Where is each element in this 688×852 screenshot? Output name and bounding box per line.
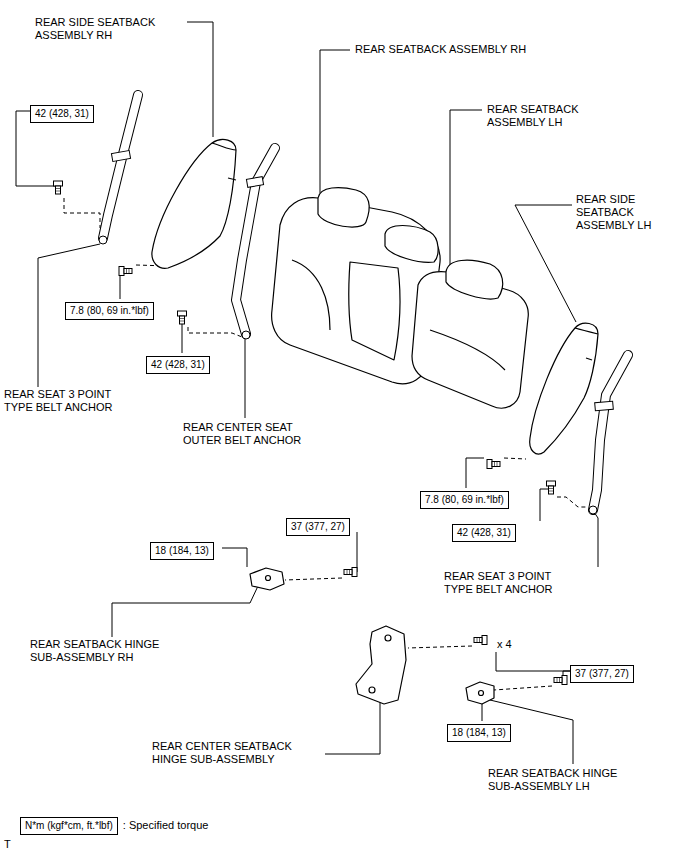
part-label: REAR SEATBACK HINGE SUB-ASSEMBLY RH: [30, 638, 180, 664]
torque-spec-box: 18 (184, 13): [447, 722, 511, 742]
torque-spec-box: 7.8 (80, 69 in.*lbf): [420, 489, 509, 509]
torque-spec-box: 7.8 (80, 69 in.*lbf): [65, 300, 154, 320]
torque-value: 42 (428, 31): [452, 524, 516, 542]
torque-value: 7.8 (80, 69 in.*lbf): [420, 491, 509, 509]
torque-value: 18 (184, 13): [150, 542, 214, 560]
page-mark: T: [4, 838, 24, 851]
torque-value: 37 (377, 27): [570, 665, 634, 683]
part-label: REAR SIDE SEATBACK ASSEMBLY LH: [576, 193, 671, 232]
part-label: REAR SEATBACK ASSEMBLY LH: [487, 103, 597, 129]
part-label: REAR CENTER SEAT OUTER BELT ANCHOR: [183, 421, 323, 447]
part-label: REAR SEAT 3 POINT TYPE BELT ANCHOR: [444, 570, 579, 596]
torque-spec-box: 42 (428, 31): [452, 522, 516, 542]
bolts: [54, 181, 568, 685]
part-label: REAR SEATBACK HINGE SUB-ASSEMBLY LH: [488, 767, 638, 793]
torque-spec-box: 18 (184, 13): [150, 540, 214, 560]
torque-value: N*m (kgf*cm, ft.*lbf): [20, 817, 118, 835]
part-label: REAR SIDE SEATBACK ASSEMBLY RH: [35, 16, 175, 42]
torque-value: 7.8 (80, 69 in.*lbf): [65, 302, 154, 320]
seatbacks: [152, 139, 598, 454]
part-label: REAR SEATBACK ASSEMBLY RH: [355, 43, 555, 56]
torque-value: 42 (428, 31): [30, 105, 94, 123]
legend-torque-box: N*m (kgf*cm, ft.*lbf) : Specified torque: [20, 815, 208, 835]
part-label: REAR SEAT 3 POINT TYPE BELT ANCHOR: [4, 388, 139, 414]
torque-spec-box: 42 (428, 31): [30, 103, 94, 123]
seat-belts: [103, 95, 628, 510]
torque-value: 42 (428, 31): [146, 356, 210, 374]
part-label: REAR CENTER SEATBACK HINGE SUB-ASSEMBLY: [152, 740, 317, 766]
torque-spec-box: 37 (377, 27): [570, 663, 634, 683]
torque-value: 18 (184, 13): [447, 724, 511, 742]
torque-value: 37 (377, 27): [286, 518, 350, 536]
assembly-lines: [64, 198, 588, 690]
quantity-note: x 4: [497, 638, 537, 651]
legend-note: : Specified torque: [123, 819, 209, 831]
torque-spec-box: 42 (428, 31): [146, 354, 210, 374]
torque-spec-box: 37 (377, 27): [286, 516, 350, 536]
